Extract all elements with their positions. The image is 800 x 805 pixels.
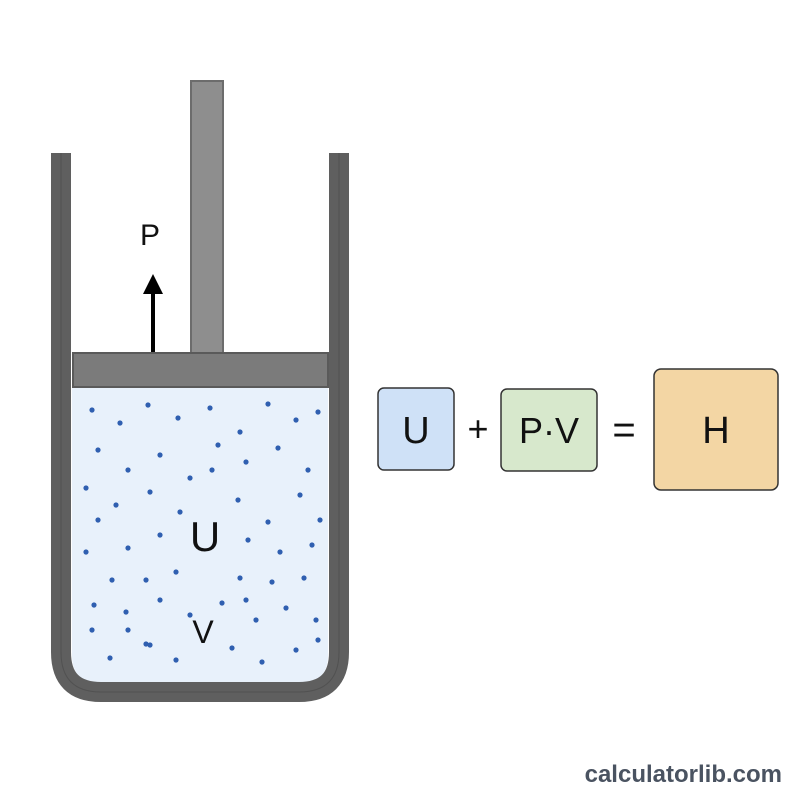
gas-particle bbox=[109, 577, 115, 583]
gas-particle bbox=[309, 542, 315, 548]
cylinder-wall bbox=[51, 153, 349, 702]
result-h-label: H bbox=[702, 410, 729, 452]
gas-particle bbox=[123, 609, 129, 615]
gas-particle bbox=[157, 597, 163, 603]
gas-particle bbox=[89, 407, 95, 413]
internal-energy-label: U bbox=[190, 513, 220, 560]
gas-particle bbox=[145, 402, 151, 408]
gas-particle bbox=[269, 579, 275, 585]
volume-label: V bbox=[192, 614, 214, 650]
cylinder-wall-outline bbox=[60, 153, 340, 693]
gas-particle bbox=[173, 569, 179, 575]
gas-particle bbox=[243, 459, 249, 465]
gas-particle bbox=[297, 492, 303, 498]
gas-particle bbox=[125, 467, 131, 473]
equals-sign: = bbox=[612, 408, 635, 452]
term-pv-box bbox=[500, 388, 598, 472]
gas-particle bbox=[143, 641, 149, 647]
gas-particle bbox=[313, 617, 319, 623]
gas-particle bbox=[293, 647, 299, 653]
gas-particle bbox=[95, 447, 101, 453]
gas-particle bbox=[157, 452, 163, 458]
gas-particle bbox=[283, 605, 289, 611]
gas-particle bbox=[173, 657, 179, 663]
gas-particle bbox=[265, 519, 271, 525]
gas-particle bbox=[187, 475, 193, 481]
gas-particle bbox=[243, 597, 249, 603]
gas-particle bbox=[301, 575, 307, 581]
gas-particle bbox=[83, 549, 89, 555]
gas-particle bbox=[237, 429, 243, 435]
gas-particle bbox=[305, 467, 311, 473]
gas-particle bbox=[143, 577, 149, 583]
gas-particle bbox=[207, 405, 213, 411]
result-h-box bbox=[653, 368, 779, 491]
gas-particle bbox=[315, 637, 321, 643]
gas-particle bbox=[157, 532, 163, 538]
gas-particle bbox=[229, 645, 235, 651]
term-pv-label: P·V bbox=[519, 410, 579, 451]
gas-particle bbox=[317, 517, 323, 523]
gas-region bbox=[72, 386, 328, 683]
gas-particle bbox=[259, 659, 265, 665]
pressure-arrow-head bbox=[143, 274, 163, 294]
term-u-label: U bbox=[402, 410, 429, 452]
gas-particle bbox=[215, 442, 221, 448]
gas-particle bbox=[125, 627, 131, 633]
gas-particle bbox=[107, 655, 113, 661]
gas-particle bbox=[209, 467, 215, 473]
gas-particle bbox=[253, 617, 259, 623]
term-u-box bbox=[377, 387, 455, 471]
gas-particle bbox=[91, 602, 97, 608]
gas-particle bbox=[89, 627, 95, 633]
gas-particle bbox=[237, 575, 243, 581]
gas-particle bbox=[235, 497, 241, 503]
gas-particle bbox=[275, 445, 281, 451]
gas-particle bbox=[245, 537, 251, 543]
gas-particle bbox=[315, 409, 321, 415]
gas-particle bbox=[293, 417, 299, 423]
gas-particle bbox=[147, 489, 153, 495]
gas-particle bbox=[95, 517, 101, 523]
gas-particles bbox=[83, 401, 323, 665]
gas-particle bbox=[177, 509, 183, 515]
watermark: calculatorlib.com bbox=[585, 761, 782, 788]
gas-particle bbox=[277, 549, 283, 555]
piston-rod bbox=[190, 80, 224, 355]
piston bbox=[72, 352, 329, 388]
gas-particle bbox=[125, 545, 131, 551]
gas-particle bbox=[219, 600, 225, 606]
plus-sign: + bbox=[467, 408, 488, 449]
gas-particle bbox=[113, 502, 119, 508]
pressure-label: P bbox=[140, 219, 160, 252]
gas-particle bbox=[187, 612, 193, 618]
gas-particle bbox=[147, 642, 153, 648]
gas-particle bbox=[175, 415, 181, 421]
gas-particle bbox=[83, 485, 89, 491]
gas-particle bbox=[117, 420, 123, 426]
gas-particle bbox=[265, 401, 271, 407]
